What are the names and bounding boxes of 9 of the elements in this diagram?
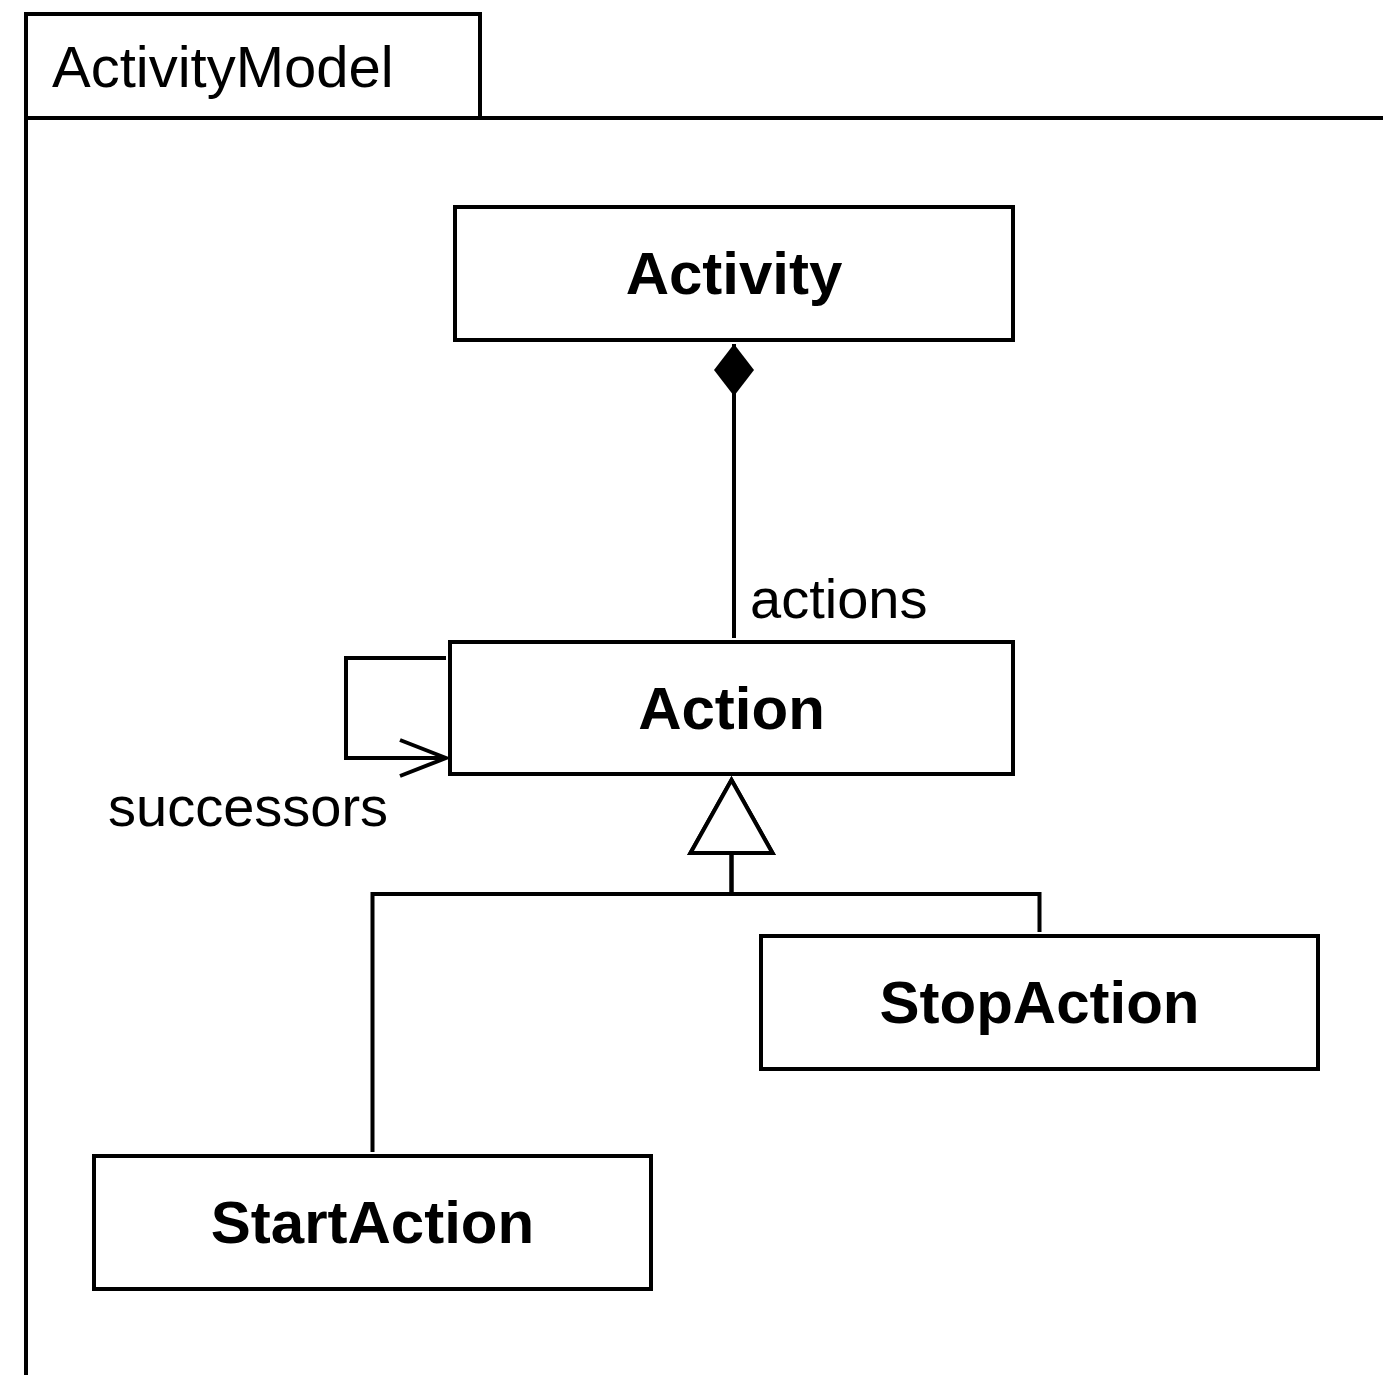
- class-box: Action: [448, 640, 1015, 776]
- composition-line: [714, 344, 754, 638]
- package-frame: [24, 12, 1383, 1375]
- association-arrow: [344, 656, 448, 778]
- class-box: Activity: [453, 205, 1015, 342]
- package-name: ActivityModel: [52, 32, 394, 100]
- class-box: StartAction: [92, 1154, 653, 1291]
- generalization-arrow: [370, 778, 775, 1152]
- class-box: StopAction: [759, 934, 1320, 1071]
